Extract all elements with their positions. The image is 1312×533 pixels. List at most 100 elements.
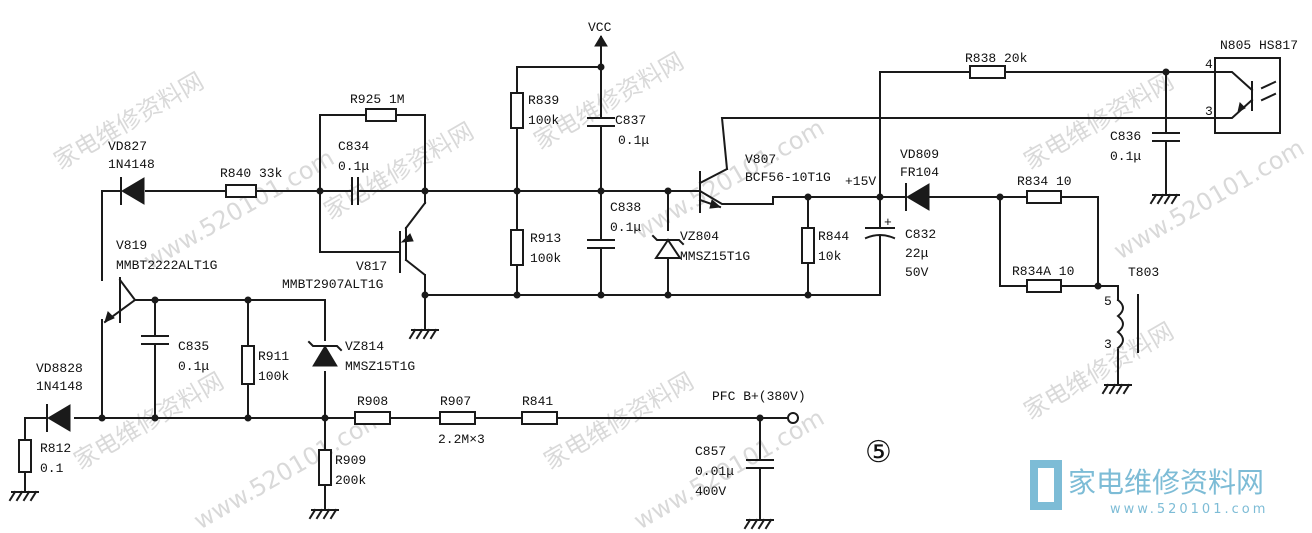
watermark-cn: 家电维修资料网	[69, 367, 228, 475]
c836-label: C836	[1110, 129, 1141, 144]
watermark-cn: 家电维修资料网	[1019, 317, 1178, 425]
zener-vz814	[312, 345, 338, 367]
vz814-value: MMSZ15T1G	[345, 359, 415, 374]
diode-vd809	[906, 183, 930, 211]
watermark-cn: 家电维修资料网	[1019, 67, 1178, 175]
c857-value: 0.01μ	[695, 464, 734, 479]
resistor-r908	[354, 411, 391, 425]
r907-value: 2.2M×3	[438, 432, 485, 447]
diodes	[46, 177, 930, 432]
r844-value: 10k	[818, 249, 842, 264]
r812-label: R812	[40, 441, 71, 456]
resistor-r841	[521, 411, 558, 425]
c834-label: C834	[338, 139, 369, 154]
r839-label: R839	[528, 93, 559, 108]
vz804-value: MMSZ15T1G	[680, 249, 750, 264]
capacitors: +	[141, 117, 1180, 476]
vd8828-label: VD8828	[36, 361, 83, 376]
vd8828-value: 1N4148	[36, 379, 83, 394]
vcc-arrow-icon	[594, 35, 608, 47]
capacitor-c835	[141, 335, 169, 353]
resistor-r911	[241, 345, 255, 385]
c835-value: 0.1μ	[178, 359, 209, 374]
c832-plus-sign: +	[884, 215, 892, 230]
r834a-label: R834A 10	[1012, 264, 1074, 279]
r925-label: R925 1M	[350, 92, 405, 107]
vd809-label: VD809	[900, 147, 939, 162]
r841-label: R841	[522, 394, 553, 409]
r911-value: 100k	[258, 369, 289, 384]
pfc-terminal	[787, 412, 799, 424]
c837-label: C837	[615, 113, 646, 128]
resistor-r834	[1026, 190, 1062, 204]
r913-label: R913	[530, 231, 561, 246]
r838-label: R838 20k	[965, 51, 1028, 66]
r909-value: 200k	[335, 473, 366, 488]
vcc-label: VCC	[588, 20, 612, 35]
capacitor-c857	[746, 459, 774, 476]
transistors	[104, 167, 729, 323]
v819-label: V819	[116, 238, 147, 253]
capacitor-c836	[1152, 132, 1180, 154]
watermark-cn: 家电维修资料网	[539, 367, 698, 475]
c836-value: 0.1μ	[1110, 149, 1141, 164]
resistor-r834a	[1026, 279, 1062, 293]
logo-mark-icon	[1030, 460, 1062, 510]
transformer-t803	[1116, 294, 1139, 353]
zener-vz804	[654, 238, 682, 259]
component-labels: VCC N805 HS817 R838 20k 4 3 C836 0.1μ R9…	[36, 20, 1298, 499]
vd809-value: FR104	[900, 165, 939, 180]
r844-label: R844	[818, 229, 849, 244]
t803-pin5-label: 5	[1104, 294, 1112, 309]
figure-number: ⑤	[865, 435, 892, 470]
r908-label: R908	[357, 394, 388, 409]
c832-value: 22μ	[905, 246, 929, 261]
c837-value: 0.1μ	[618, 133, 649, 148]
r812-value: 0.1	[40, 461, 64, 476]
n805-label: N805 HS817	[1220, 38, 1298, 53]
logo-title: 家电维修资料网	[1068, 466, 1264, 499]
t803-pin3-label: 3	[1104, 337, 1112, 352]
r834-label: R834 10	[1017, 174, 1072, 189]
c857-label: C857	[695, 444, 726, 459]
logo-url: www.520101.com	[1110, 502, 1268, 517]
diode-vd8828	[47, 404, 71, 432]
c838-value: 0.1μ	[610, 220, 641, 235]
capacitor-c838	[587, 239, 615, 256]
resistor-r925	[365, 108, 397, 122]
diode-vd827	[121, 177, 145, 205]
resistors	[18, 65, 1062, 486]
v819-value: MMBT2222ALT1G	[116, 258, 217, 273]
n805-pin4-label: 4	[1205, 57, 1213, 72]
vd827-value: 1N4148	[108, 157, 155, 172]
c834-value: 0.1μ	[338, 159, 369, 174]
watermark-layer: 家电维修资料网 www.520101.com 家电维修资料网 www.52010…	[49, 47, 1309, 533]
ground-icon	[1149, 193, 1180, 205]
vd827-label: VD827	[108, 139, 147, 154]
c832-label: C832	[905, 227, 936, 242]
resistor-r812	[18, 439, 32, 473]
c838-label: C838	[610, 200, 641, 215]
r839-value: 100k	[528, 113, 559, 128]
n805-pin3-label: 3	[1205, 104, 1213, 119]
site-logo: 家电维修资料网 www.520101.com	[1030, 460, 1268, 517]
resistor-r909	[318, 449, 332, 486]
ground-icon	[408, 328, 439, 340]
vz814-label: VZ814	[345, 339, 384, 354]
v817-label: V817	[356, 259, 387, 274]
ground-icon	[8, 490, 39, 502]
pfc-label: PFC B+(380V)	[712, 389, 806, 404]
r911-label: R911	[258, 349, 289, 364]
c832-voltage: 50V	[905, 265, 929, 280]
resistor-r844	[801, 227, 815, 264]
capacitor-c834	[339, 177, 369, 205]
r913-value: 100k	[530, 251, 561, 266]
ground-icon	[1101, 383, 1132, 395]
v817-value: MMBT2907ALT1G	[282, 277, 383, 292]
junctions	[98, 63, 1170, 422]
ground-icon	[743, 518, 774, 530]
resistor-r840	[225, 184, 257, 198]
r909-label: R909	[335, 453, 366, 468]
resistor-r913	[510, 229, 524, 266]
optocoupler-n805	[1214, 57, 1281, 134]
